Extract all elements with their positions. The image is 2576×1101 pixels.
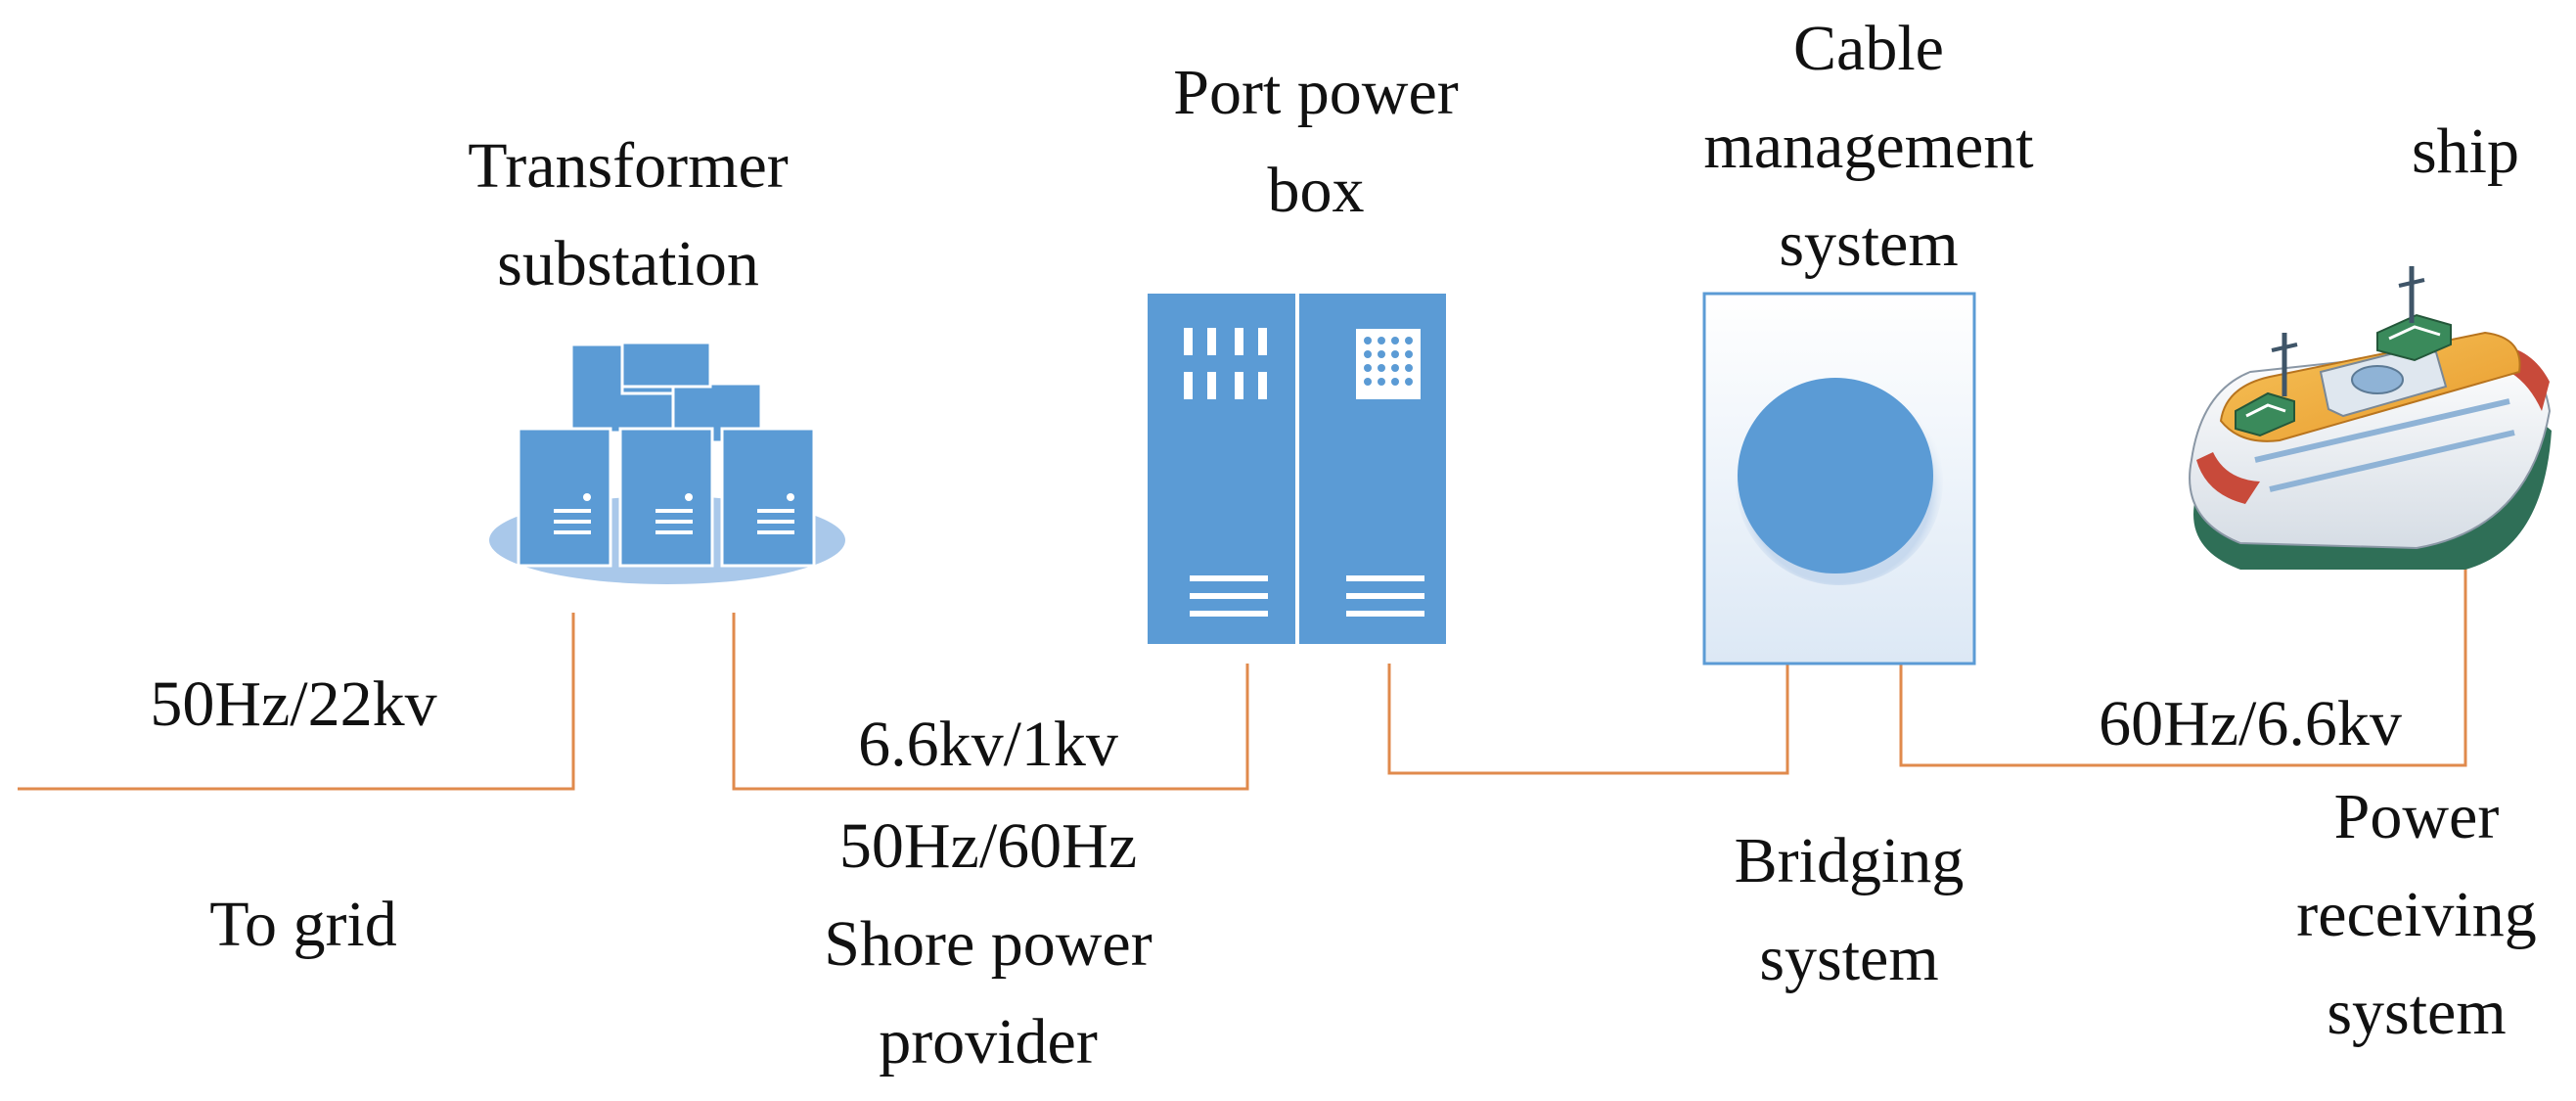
conversion-voltage-label: 6.6kv/1kv	[858, 709, 1118, 780]
conversion-frequency-label: 50Hz/60Hz	[838, 810, 1138, 882]
transformer-substation-icon	[489, 341, 845, 584]
title-line: ship	[2411, 115, 2520, 187]
label-line: system	[2327, 977, 2507, 1048]
grid-voltage-label: 50Hz/22kv	[150, 668, 437, 740]
shore-power-provider-label: Shore power provider	[763, 895, 1213, 1091]
label-line: Bridging	[1734, 825, 1965, 896]
cable-system-to-ship-line	[1899, 560, 2467, 767]
title-line: Cable	[1793, 13, 1944, 84]
box-to-cable-system-line	[1387, 664, 1789, 775]
label-line: receiving	[2296, 879, 2537, 950]
title-line: substation	[497, 228, 759, 299]
label-line: Power	[2333, 781, 2500, 852]
title-line: Transformer	[468, 130, 789, 202]
cable-management-icon	[1702, 292, 1976, 665]
ship-icon	[2189, 266, 2552, 570]
label-line: Shore power	[824, 908, 1152, 980]
label-line: provider	[879, 1006, 1098, 1078]
power-receiving-system-label: Power receiving system	[2240, 768, 2576, 1062]
ship-title: ship	[2368, 103, 2563, 201]
ship-voltage-label: 60Hz/6.6kv	[2099, 688, 2402, 759]
grid-line	[18, 613, 575, 791]
port-power-box-title: Port power box	[1086, 44, 1546, 240]
title-line: management	[1703, 111, 2034, 182]
transformer-substation-title: Transformer substation	[393, 117, 863, 313]
title-line: system	[1779, 208, 1959, 280]
transformer-to-box-line	[732, 613, 1249, 791]
connection-lines	[18, 560, 2467, 791]
label-line: system	[1759, 923, 1939, 994]
cable-management-title: Cable management system	[1624, 0, 2113, 294]
to-grid-label: To grid	[209, 889, 397, 960]
title-line: Port power	[1173, 57, 1459, 128]
title-line: box	[1267, 155, 1365, 226]
port-power-box-icon	[1148, 294, 1446, 644]
bridging-system-label: Bridging system	[1644, 812, 2055, 1008]
